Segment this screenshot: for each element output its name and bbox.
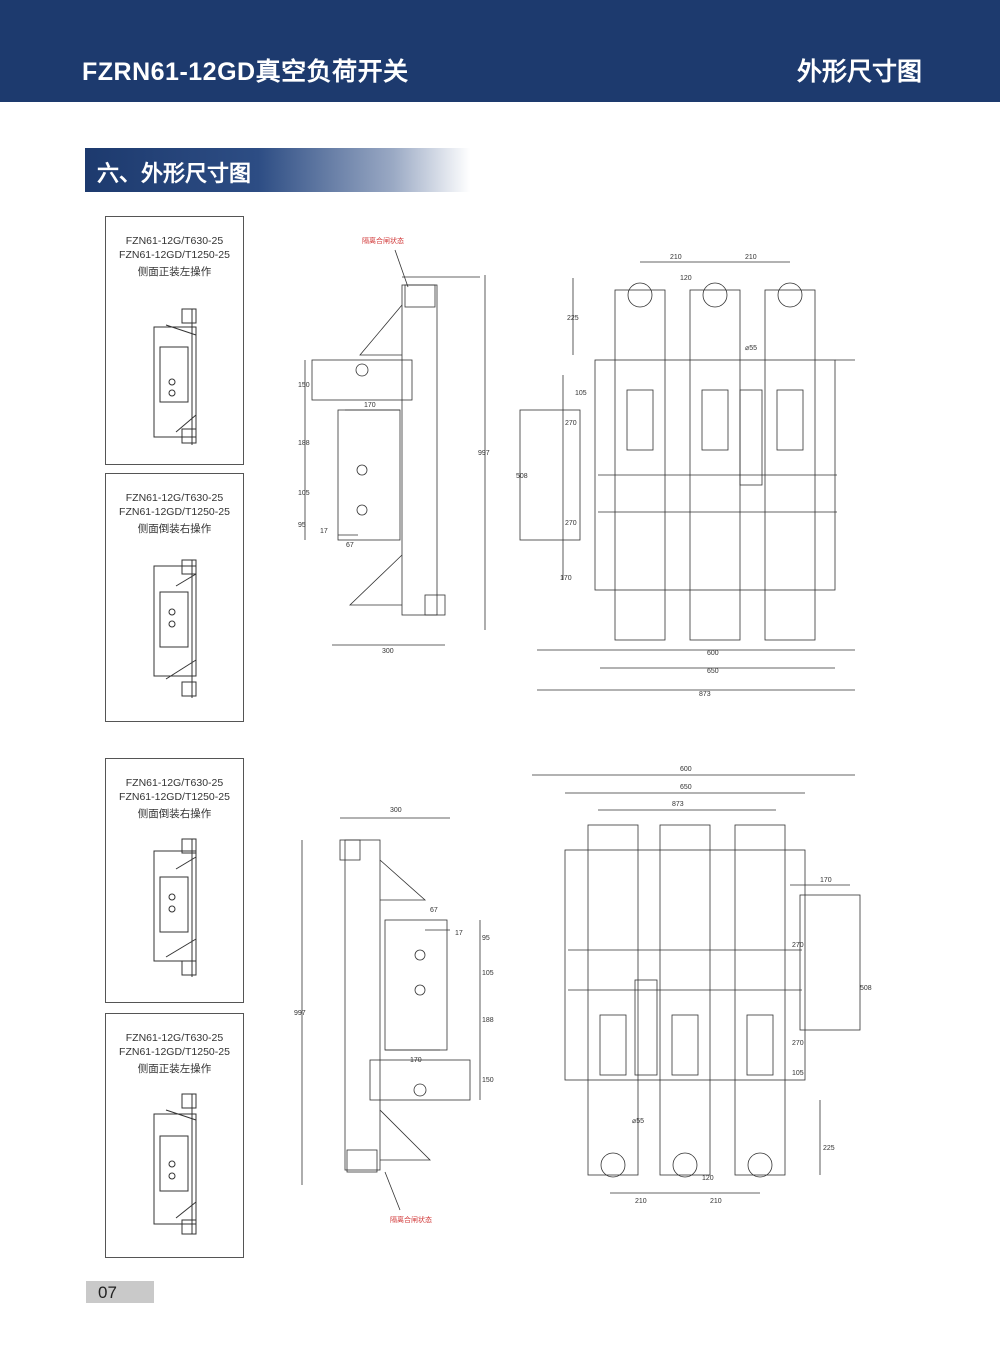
dim-120: 120 — [702, 1175, 714, 1182]
dim-188: 188 — [298, 440, 310, 447]
thumbnail-3: FZN61-12G/T630-25 FZN61-12GD/T1250-25 侧面… — [105, 758, 244, 1003]
thumbnail-model-2: FZN61-12GD/T1250-25 — [119, 249, 230, 261]
dim-997: 997 — [478, 450, 490, 457]
thumbnail-model-1: FZN61-12G/T630-25 — [125, 235, 224, 247]
dim-170: 170 — [560, 575, 572, 582]
dim-55: ⌀55 — [745, 345, 757, 352]
dim-95: 95 — [482, 935, 490, 942]
dim-105: 105 — [792, 1070, 804, 1077]
dim-170: 170 — [820, 877, 832, 884]
dim-55: ⌀55 — [632, 1118, 644, 1125]
dim-170: 170 — [364, 402, 376, 409]
thumbnail-caption: 侧面倒装右操作 — [137, 808, 212, 820]
dim-600: 600 — [680, 766, 692, 773]
dim-210-right: 210 — [710, 1198, 722, 1205]
dim-225: 225 — [567, 315, 579, 322]
thumbnail-model-1: FZN61-12G/T630-25 — [125, 1032, 224, 1044]
dim-225: 225 — [823, 1145, 835, 1152]
dim-508: 508 — [516, 473, 528, 480]
dim-873: 873 — [672, 801, 684, 808]
dim-150: 150 — [298, 382, 310, 389]
switch-side-icon — [153, 559, 197, 698]
dim-300: 300 — [390, 807, 402, 814]
dim-17: 17 — [320, 528, 328, 535]
thumbnail-caption: 侧面倒装右操作 — [137, 523, 212, 535]
page-number-tab: 07 — [86, 1281, 154, 1303]
dim-105: 105 — [575, 390, 587, 397]
top-front-view-drawing: 210 210 120 225 ⌀55 105 270 508 270 170 … — [516, 254, 855, 698]
dim-300: 300 — [382, 648, 394, 655]
thumbnail-2: FZN61-12G/T630-25 FZN61-12GD/T1250-25 侧面… — [105, 473, 244, 722]
dim-650: 650 — [680, 784, 692, 791]
chapter-title: 外形尺寸图 — [796, 58, 922, 86]
dim-17: 17 — [455, 930, 463, 937]
dim-997: 997 — [294, 1010, 306, 1017]
switch-side-icon — [153, 838, 197, 977]
product-title: FZRN61-12GD真空负荷开关 — [82, 58, 409, 86]
dim-600: 600 — [707, 650, 719, 657]
dim-105: 105 — [298, 490, 310, 497]
thumbnail-caption: 侧面正装左操作 — [137, 266, 212, 278]
thumbnail-model-1: FZN61-12G/T630-25 — [125, 777, 224, 789]
dim-210-left: 210 — [635, 1198, 647, 1205]
thumbnail-caption: 侧面正装左操作 — [137, 1063, 212, 1075]
thumbnail-model-1: FZN61-12G/T630-25 — [125, 492, 224, 504]
dim-105: 105 — [482, 970, 494, 977]
bottom-side-view-drawing: 300 67 17 95 105 188 170 150 997 隔离合闸状态 — [294, 807, 494, 1224]
dim-210-right: 210 — [745, 254, 757, 261]
dim-650: 650 — [707, 668, 719, 675]
page-header: FZRN61-12GD真空负荷开关 外形尺寸图 — [0, 0, 1000, 102]
bottom-front-view-drawing: 600 650 873 170 270 508 270 105 225 ⌀55 … — [532, 766, 872, 1205]
dim-188: 188 — [482, 1017, 494, 1024]
state-note: 隔离合闸状态 — [362, 236, 404, 245]
thumbnail-model-2: FZN61-12GD/T1250-25 — [119, 791, 230, 803]
dim-67: 67 — [430, 907, 438, 914]
dim-170: 170 — [410, 1057, 422, 1064]
thumbnail-model-2: FZN61-12GD/T1250-25 — [119, 1046, 230, 1058]
thumbnail-model-2: FZN61-12GD/T1250-25 — [119, 506, 230, 518]
thumbnail-4: FZN61-12G/T630-25 FZN61-12GD/T1250-25 侧面… — [105, 1013, 244, 1258]
dim-270-upper: 270 — [792, 942, 804, 949]
top-side-view-drawing: 隔离合闸状态 150 170 188 105 95 17 67 997 300 — [298, 236, 490, 655]
dim-95: 95 — [298, 522, 306, 529]
dim-270-upper: 270 — [565, 420, 577, 427]
dim-210-left: 210 — [670, 254, 682, 261]
state-note: 隔离合闸状态 — [390, 1215, 432, 1224]
dim-270-lower: 270 — [565, 520, 577, 527]
section-heading: 六、外形尺寸图 — [85, 148, 470, 192]
page-number: 07 — [98, 1283, 117, 1302]
section-title: 六、外形尺寸图 — [97, 161, 252, 186]
switch-side-icon — [153, 1093, 197, 1235]
dim-508: 508 — [860, 985, 872, 992]
dim-67: 67 — [346, 542, 354, 549]
switch-side-icon — [153, 308, 197, 445]
dim-270-lower: 270 — [792, 1040, 804, 1047]
dim-120: 120 — [680, 275, 692, 282]
thumbnail-1: FZN61-12G/T630-25 FZN61-12GD/T1250-25 侧面… — [105, 216, 244, 465]
dim-150: 150 — [482, 1077, 494, 1084]
dim-873: 873 — [699, 691, 711, 698]
